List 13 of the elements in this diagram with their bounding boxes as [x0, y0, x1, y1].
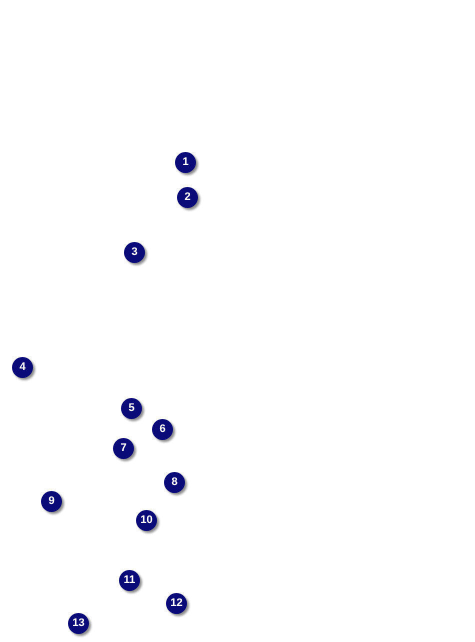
callout-number: 9 — [41, 491, 62, 512]
callout-number: 6 — [152, 419, 173, 440]
callout-number: 10 — [136, 510, 157, 531]
callout-number: 12 — [166, 593, 187, 614]
callout-number: 2 — [177, 187, 198, 208]
callout-number: 13 — [68, 613, 89, 634]
callout-number: 8 — [164, 472, 185, 493]
callout-number: 11 — [119, 570, 140, 591]
callout-number: 7 — [113, 438, 134, 459]
callout-number: 1 — [175, 152, 196, 173]
callout-number: 4 — [12, 357, 33, 378]
callout-number: 3 — [124, 242, 145, 263]
callout-number: 5 — [121, 398, 142, 419]
